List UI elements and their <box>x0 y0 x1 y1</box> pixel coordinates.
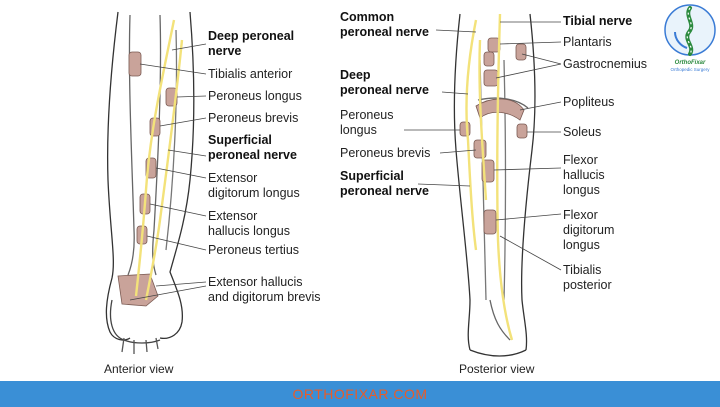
label-popliteus: Popliteus <box>563 95 615 109</box>
logo-subtitle: Orthopedic Surgery <box>670 67 710 72</box>
posterior-muscles <box>459 37 528 235</box>
caption-anterior-view: Anterior view <box>104 362 174 376</box>
anterior-nerves <box>134 19 184 301</box>
spine-logo-icon <box>664 4 716 56</box>
label-gastrocnemius: Gastrocnemius <box>563 57 648 71</box>
label-superficial-peroneal-nerve-posterior: Superficial peroneal nerve <box>340 169 429 198</box>
posterior-leg <box>453 13 536 357</box>
label-peroneus-brevis-posterior: Peroneus brevis <box>340 146 431 160</box>
label-extensor-digitorum-longus: Extensor digitorum longus <box>208 171 300 200</box>
label-extensor-hallucis-digitorum-brevis: Extensor hallucis and digitorum brevis <box>208 275 321 304</box>
footer-site-text: ORTHOFIXAR.COM <box>292 386 428 402</box>
label-extensor-hallucis-longus: Extensor hallucis longus <box>208 209 290 238</box>
logo-name: OrthoFixar <box>674 60 706 66</box>
label-plantaris: Plantaris <box>563 35 612 49</box>
label-tibialis-anterior: Tibialis anterior <box>208 67 293 81</box>
label-tibialis-posterior: Tibialis posterior <box>563 263 612 292</box>
caption-posterior-view: Posterior view <box>459 362 535 376</box>
label-flexor-hallucis-longus: Flexor hallucis longus <box>563 153 605 197</box>
posterior-nerves <box>465 13 514 341</box>
label-peroneus-longus-posterior: Peroneus longus <box>340 108 394 137</box>
label-flexor-digitorum-longus: Flexor digitorum longus <box>563 208 615 252</box>
label-deep-peroneal-nerve-posterior: Deep peroneal nerve <box>340 68 429 97</box>
label-soleus: Soleus <box>563 125 602 139</box>
footer-bar: ORTHOFIXAR.COM <box>0 381 720 407</box>
label-superficial-peroneal-nerve-anterior: Superficial peroneal nerve <box>208 133 297 162</box>
label-peroneus-longus-anterior: Peroneus longus <box>208 89 302 103</box>
anterior-leader-lines <box>129 43 207 301</box>
posterior-leader-lines <box>404 21 562 271</box>
orthofixar-logo: OrthoFixar Orthopedic Surgery <box>661 2 719 74</box>
label-common-peroneal-nerve: Common peroneal nerve <box>340 10 429 39</box>
label-peroneus-tertius: Peroneus tertius <box>208 243 300 257</box>
label-tibial-nerve: Tibial nerve <box>563 14 633 28</box>
label-deep-peroneal-nerve-anterior: Deep peroneal nerve <box>208 29 295 58</box>
label-peroneus-brevis-anterior: Peroneus brevis <box>208 111 299 125</box>
